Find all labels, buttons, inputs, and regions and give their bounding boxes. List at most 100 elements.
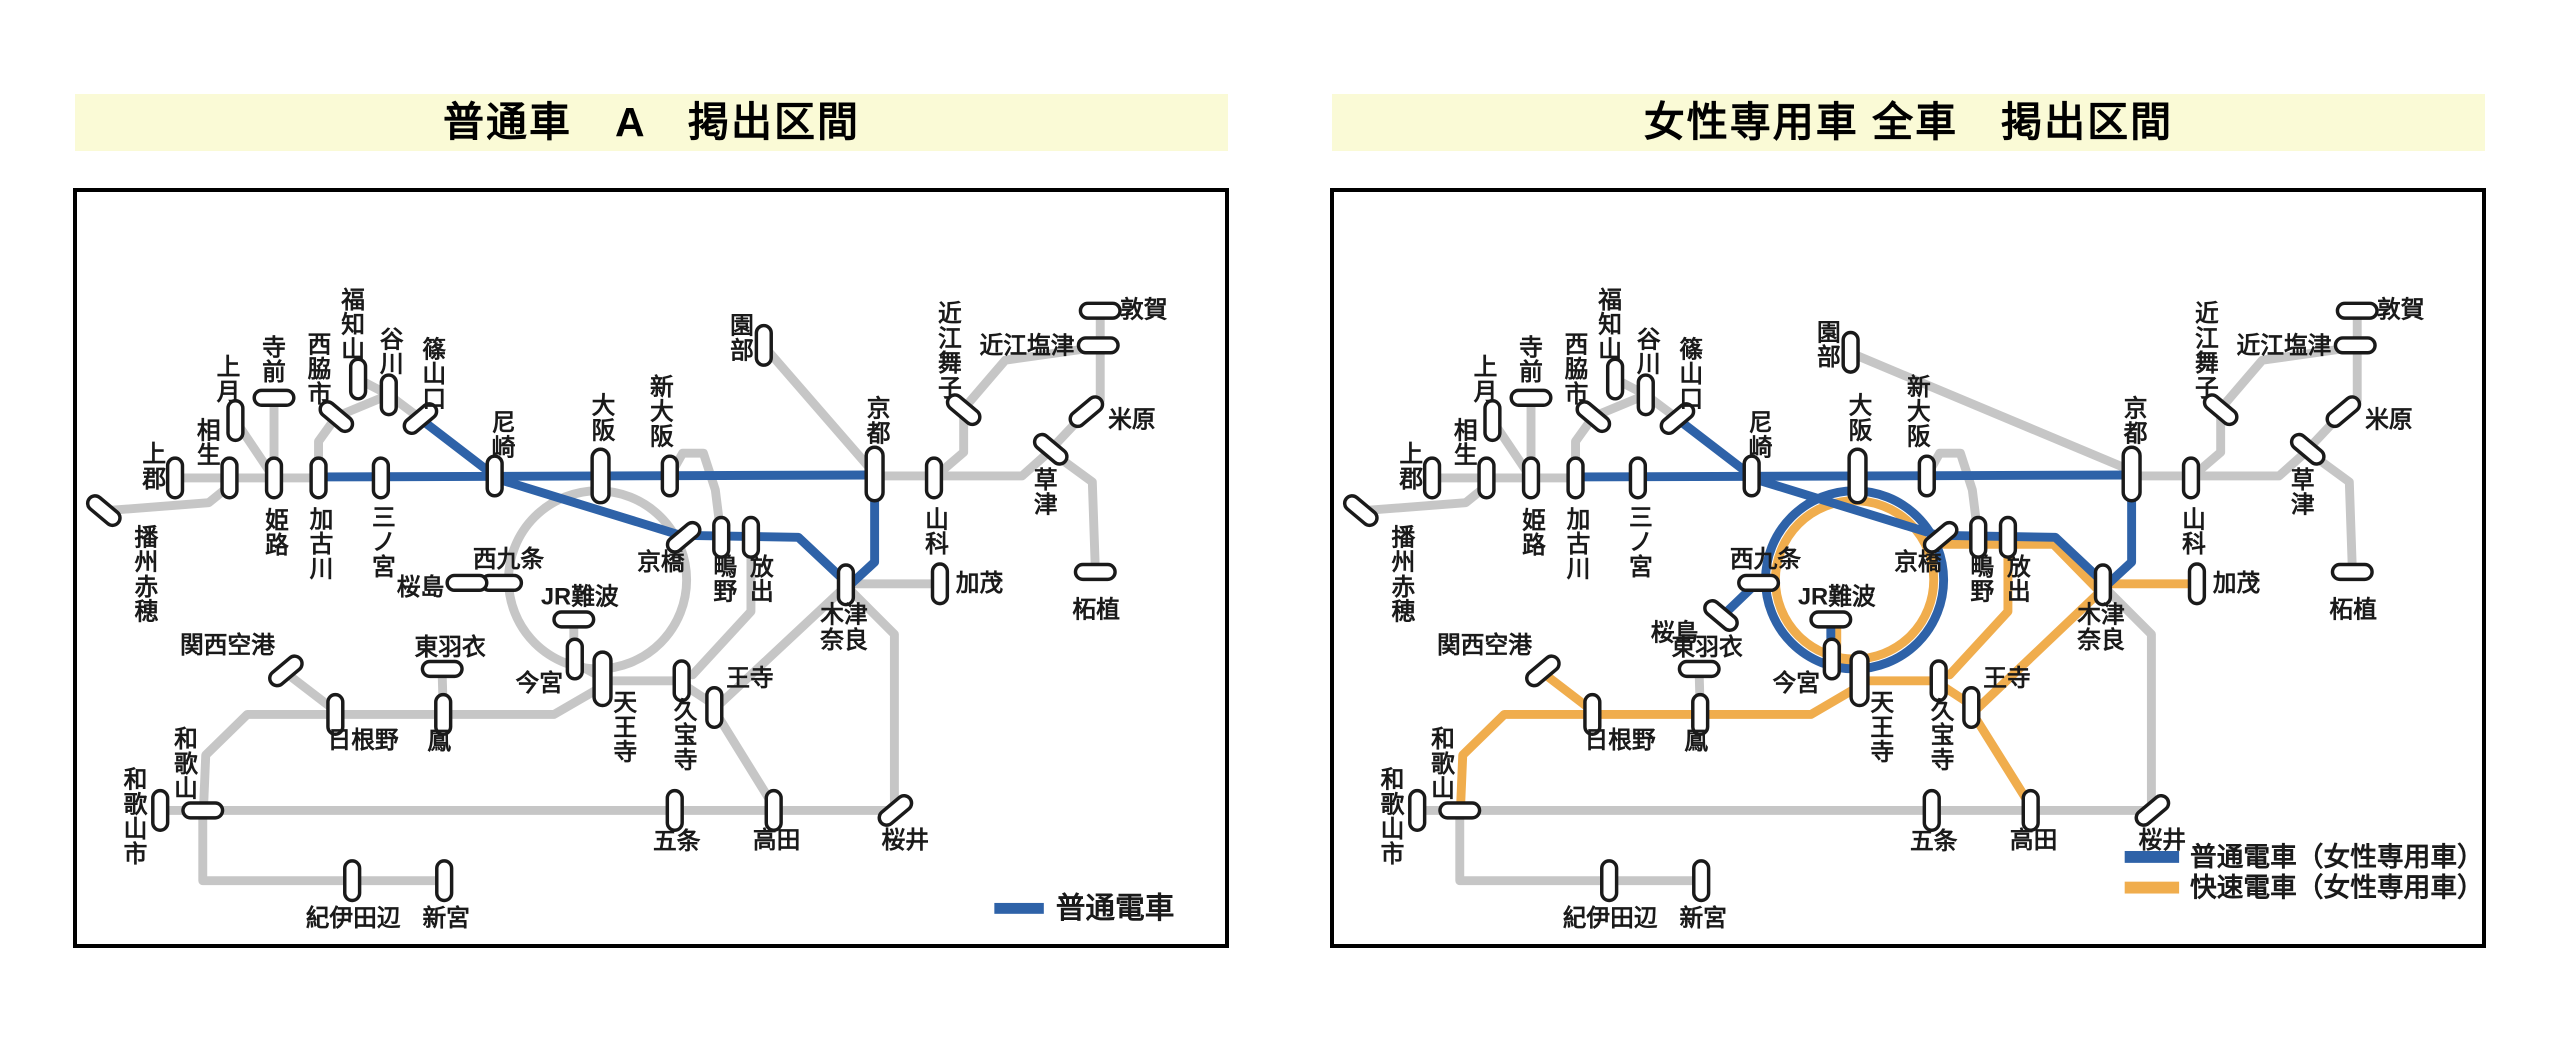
station-label-京橋: 京橋 bbox=[637, 548, 685, 576]
station-shigino bbox=[1969, 515, 1988, 559]
station-sakurajima bbox=[1703, 599, 1739, 632]
station-kyoto bbox=[864, 445, 885, 503]
station-label-王寺: 王寺 bbox=[726, 665, 773, 692]
station-label-柘植: 柘植 bbox=[2330, 596, 2378, 624]
station-label-和歌山: 和歌山 bbox=[174, 726, 198, 802]
station-fukuchiyama bbox=[1605, 357, 1625, 401]
station-label-木津: 木津 bbox=[819, 601, 868, 628]
station-himeji bbox=[1521, 456, 1541, 500]
line-gray-12 bbox=[2304, 447, 2357, 573]
station-kizu-nara bbox=[836, 563, 856, 607]
station-label-加茂: 加茂 bbox=[2213, 570, 2261, 597]
station-label-加茂: 加茂 bbox=[956, 570, 1004, 597]
station-label-谷川: 谷川 bbox=[379, 326, 404, 378]
station-label-新大阪: 新大阪 bbox=[1907, 373, 1931, 450]
station-tennoji bbox=[592, 650, 613, 708]
station-label-尼崎: 尼崎 bbox=[1749, 411, 1773, 462]
station-label-山科: 山科 bbox=[2182, 507, 2206, 559]
station-maibara bbox=[1068, 395, 1105, 429]
line-blue-33 bbox=[2101, 481, 2137, 591]
station-label-上郡: 上郡 bbox=[1398, 441, 1423, 493]
station-label-敦賀: 敦賀 bbox=[1120, 296, 1168, 324]
station-label-福知山: 福知山 bbox=[1597, 287, 1622, 363]
station-label-関西空港: 関西空港 bbox=[180, 631, 275, 659]
line-blue-35 bbox=[1721, 584, 1756, 617]
station-label-三ノ宮: 三ノ宮 bbox=[372, 506, 396, 581]
station-label-東羽衣: 東羽衣 bbox=[1672, 633, 1743, 661]
station-shigino bbox=[712, 515, 731, 559]
station-jr-namba bbox=[552, 610, 596, 629]
legend-swatch-orange bbox=[2124, 881, 2180, 894]
station-label-桜井: 桜井 bbox=[2139, 827, 2186, 854]
line-blue-34 bbox=[844, 481, 880, 591]
line-gray-21 bbox=[688, 540, 756, 680]
station-label-和歌山市: 和歌山市 bbox=[1381, 767, 1405, 868]
station-sakurai bbox=[2134, 793, 2171, 827]
station-kamo bbox=[2187, 562, 2207, 606]
station-fukuchiyama bbox=[348, 357, 368, 401]
line-gray-13 bbox=[761, 343, 876, 474]
station-kamigori bbox=[1422, 456, 1442, 500]
station-sakurajima bbox=[445, 573, 489, 592]
line-gray-8 bbox=[959, 342, 1101, 414]
station-label-相生: 相生 bbox=[1454, 417, 1478, 469]
station-label-新宮: 新宮 bbox=[1679, 904, 1726, 932]
station-kusatsu bbox=[2289, 432, 2326, 466]
station-kozuki bbox=[226, 399, 245, 443]
station-yamashina bbox=[924, 456, 944, 500]
station-otori bbox=[434, 692, 453, 736]
line-blue-33 bbox=[493, 474, 853, 589]
station-label-京都: 京都 bbox=[866, 395, 891, 448]
station-label-木津: 木津 bbox=[2076, 601, 2125, 628]
station-higashi-hagoromo bbox=[1677, 659, 1721, 679]
station-kizu-nara bbox=[2093, 563, 2113, 607]
station-label-五条: 五条 bbox=[653, 828, 701, 855]
station-label-JR難波: JR難波 bbox=[541, 583, 619, 611]
station-label-園部: 園部 bbox=[1817, 319, 1841, 371]
station-label-奈良: 奈良 bbox=[2076, 626, 2125, 654]
station-label-山科: 山科 bbox=[925, 507, 949, 559]
line-orange-24 bbox=[1970, 589, 2103, 715]
station-label-桜井: 桜井 bbox=[882, 827, 929, 854]
station-tsuge bbox=[2330, 562, 2374, 582]
line-orange-21 bbox=[1542, 671, 1594, 713]
station-kakogawa bbox=[309, 456, 328, 500]
station-label-播州赤穂: 播州赤穂 bbox=[1392, 524, 1416, 625]
station-label-東羽衣: 東羽衣 bbox=[415, 633, 486, 661]
station-teramae bbox=[252, 388, 296, 407]
legend-label-orange: 快速電車（女性専用車） bbox=[2190, 873, 2482, 903]
station-tanikawa bbox=[379, 373, 398, 417]
station-kyuhoji bbox=[672, 659, 691, 703]
station-kii-tanabe bbox=[1600, 859, 1619, 903]
station-kyobashi bbox=[1922, 520, 1959, 554]
station-label-紀伊田辺: 紀伊田辺 bbox=[1563, 904, 1658, 932]
station-label-京橋: 京橋 bbox=[1894, 548, 1942, 576]
station-takada bbox=[2021, 788, 2040, 832]
station-imamiya bbox=[1822, 637, 1841, 681]
station-label-鳳: 鳳 bbox=[427, 729, 451, 755]
station-label-鴫野: 鴫野 bbox=[1970, 554, 1994, 606]
station-amagasaki bbox=[1742, 454, 1761, 498]
station-label-西脇市: 西脇市 bbox=[1565, 332, 1589, 407]
station-label-大阪: 大阪 bbox=[1849, 393, 1873, 445]
station-aioi bbox=[1477, 456, 1496, 500]
station-tanikawa bbox=[1636, 373, 1655, 417]
line-blue-32 bbox=[417, 416, 500, 481]
station-nishiwakishi bbox=[1575, 400, 1612, 434]
station-kansai-airport bbox=[268, 654, 304, 688]
station-label-高田: 高田 bbox=[2010, 826, 2057, 854]
station-label-西九条: 西九条 bbox=[473, 546, 544, 573]
station-label-久宝寺: 久宝寺 bbox=[674, 697, 698, 773]
station-label-桜島: 桜島 bbox=[1651, 618, 1698, 646]
station-gojo bbox=[1922, 788, 1941, 832]
route-map-women-only-car: 上郡相生姫路加古川三ノ宮尼崎大阪新大阪京都山科寺前上月西脇市福知山谷川篠山口播州… bbox=[1330, 188, 2486, 948]
station-amagasaki bbox=[485, 454, 504, 498]
station-otori bbox=[1691, 692, 1710, 736]
station-label-関西空港: 関西空港 bbox=[1437, 631, 1532, 659]
station-label-天王寺: 天王寺 bbox=[613, 691, 637, 766]
station-label-天王寺: 天王寺 bbox=[1870, 691, 1894, 766]
station-label-寺前: 寺前 bbox=[1519, 334, 1543, 386]
station-hanaten bbox=[1998, 515, 2018, 559]
station-label-京都: 京都 bbox=[2123, 395, 2148, 448]
station-label-近江舞子: 近江舞子 bbox=[938, 301, 962, 402]
